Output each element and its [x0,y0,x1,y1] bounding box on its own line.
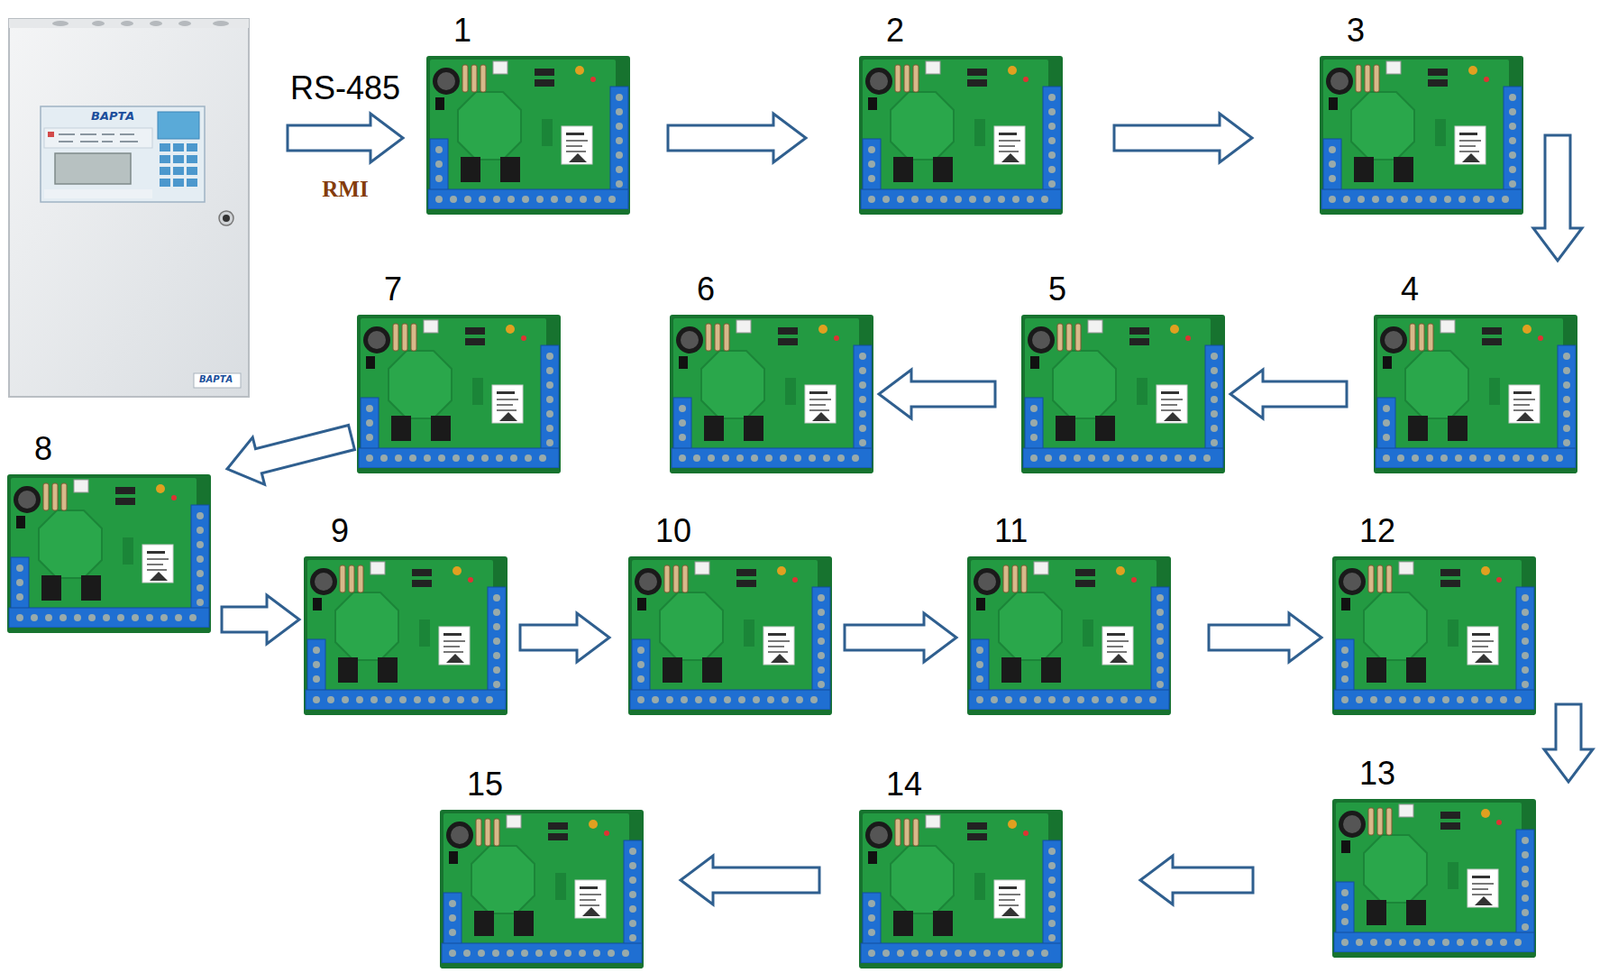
illustration-use [426,55,631,215]
control-panel: ВАРТА ВАРТА [8,18,250,398]
block-arrow [667,113,806,163]
board-illustration [859,55,1063,215]
board-illustration [7,474,211,633]
signal-label: RS-485 [288,70,403,107]
illustration-use [303,556,508,715]
module-board: 15 [439,764,644,969]
module-board: 8 [7,429,211,633]
illustration-use [628,556,832,715]
callout-number: 11 [967,511,1171,557]
block-arrow [844,612,957,662]
illustration-use [356,314,561,474]
board-illustration [356,314,561,474]
illustration-use [1332,798,1536,958]
illustration-use [967,556,1171,715]
panel-illustration [8,18,250,398]
block-arrow [1208,612,1322,662]
board-illustration [303,556,508,715]
board-illustration [1021,314,1226,474]
module-board: 6 [669,269,874,474]
callout-number: 9 [303,511,508,557]
brand-label: ВАРТА [91,109,135,123]
block-arrow [878,369,996,419]
module-board: 13 [1332,753,1536,958]
callout-number: 3 [1319,10,1524,56]
board-illustration [1332,798,1536,958]
block-arrow [520,612,610,662]
callout-number: 6 [669,269,874,315]
block-arrow [1114,113,1253,163]
module-board: 12 [1332,511,1536,715]
illustration-use [1332,556,1536,715]
module-board: 5 [1021,269,1226,474]
callout-number: 5 [1021,269,1226,315]
module-board: 9 [303,511,508,715]
illustration-use [669,314,874,474]
module-board: 10 [628,511,832,715]
callout-number: 14 [859,764,1063,810]
board-illustration [669,314,874,474]
illustration-use [859,809,1063,969]
module-board: 2 [859,10,1063,215]
callout-number: 8 [7,429,211,475]
callout-number: 10 [628,511,832,557]
block-arrow [1544,704,1593,782]
module-board: 11 [967,511,1171,715]
board-illustration [1332,556,1536,715]
block-arrow [1230,369,1347,419]
callout-number: 1 [426,10,631,56]
module-board: 14 [859,764,1063,969]
brand-label: ВАРТА [199,374,233,384]
illustration-use [1021,314,1226,474]
callout-number: 2 [859,10,1063,56]
illustration-use [1319,55,1524,215]
protocol-label: RMI [321,176,368,202]
callout-number: 4 [1373,269,1578,315]
module-board: 7 [356,269,561,474]
block-arrow [1533,135,1582,261]
callout-number: 15 [439,764,644,810]
module-board: 1 [426,10,631,215]
callout-number: 7 [356,269,561,315]
block-arrow [680,855,820,905]
callout-number: 12 [1332,511,1536,557]
illustration-use [9,18,249,397]
board-illustration [1319,55,1524,215]
module-board: 3 [1319,10,1524,215]
illustration-use [7,474,211,633]
callout-number: 13 [1332,753,1536,799]
board-illustration [439,809,644,969]
block-arrow [221,594,300,644]
block-arrow [227,424,355,485]
board-illustration [859,809,1063,969]
illustration-use [859,55,1063,215]
board-illustration [967,556,1171,715]
board-illustration [1373,314,1578,474]
board-illustration [628,556,832,715]
illustration-use [439,809,644,969]
module-board: 4 [1373,269,1578,474]
board-illustration [426,55,631,215]
illustration-use [1373,314,1578,474]
block-arrow [1140,855,1253,905]
block-arrow [287,113,403,163]
